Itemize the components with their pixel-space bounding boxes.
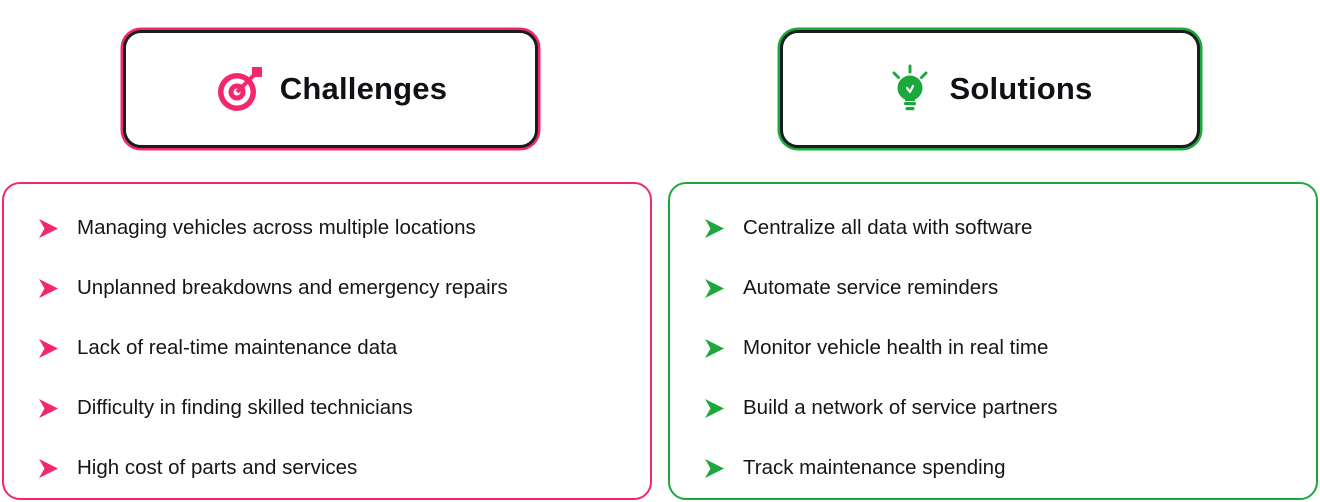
arrow-bullet-icon xyxy=(39,398,58,418)
challenge-item: Unplanned breakdowns and emergency repai… xyxy=(38,258,630,318)
lightbulb-icon xyxy=(892,64,928,111)
arrow-bullet-icon xyxy=(39,338,58,358)
challenge-item: Difficulty in finding skilled technician… xyxy=(38,378,630,438)
arrow-bullet-icon xyxy=(705,218,724,238)
solutions-header-card: Solutions xyxy=(780,30,1200,148)
challenge-item-label: Managing vehicles across multiple locati… xyxy=(77,216,476,239)
challenges-list-card: Managing vehicles across multiple locati… xyxy=(2,182,652,500)
solutions-list-card: Centralize all data with software Automa… xyxy=(668,182,1318,500)
arrow-bullet-icon xyxy=(705,278,724,298)
challenge-item-label: Difficulty in finding skilled technician… xyxy=(77,396,413,419)
arrow-bullet-icon xyxy=(39,218,58,238)
arrow-bullet-icon xyxy=(39,458,58,478)
solution-item-label: Track maintenance spending xyxy=(743,456,1006,479)
arrow-bullet-icon xyxy=(705,338,724,358)
solution-item-label: Centralize all data with software xyxy=(743,216,1033,239)
challenge-item-label: Unplanned breakdowns and emergency repai… xyxy=(77,276,508,299)
solution-item-label: Monitor vehicle health in real time xyxy=(743,336,1049,359)
solution-item: Build a network of service partners xyxy=(704,378,1296,438)
challenges-title: Challenges xyxy=(279,71,448,106)
arrow-bullet-icon xyxy=(705,398,724,418)
solution-item-label: Automate service reminders xyxy=(743,276,999,299)
solution-item: Centralize all data with software xyxy=(704,198,1296,258)
solution-item: Automate service reminders xyxy=(704,258,1296,318)
solution-item-label: Build a network of service partners xyxy=(743,396,1058,419)
challenge-item-label: High cost of parts and services xyxy=(77,456,358,479)
solution-item: Monitor vehicle health in real time xyxy=(704,318,1296,378)
target-icon xyxy=(217,67,262,111)
challenge-item: Managing vehicles across multiple locati… xyxy=(38,198,630,258)
solutions-title: Solutions xyxy=(949,71,1093,106)
arrow-bullet-icon xyxy=(705,458,724,478)
challenges-header-card: Challenges xyxy=(123,30,538,148)
challenge-item-label: Lack of real-time maintenance data xyxy=(77,336,398,359)
solution-item: Track maintenance spending xyxy=(704,438,1296,498)
challenge-item: High cost of parts and services xyxy=(38,438,630,498)
challenge-item: Lack of real-time maintenance data xyxy=(38,318,630,378)
arrow-bullet-icon xyxy=(39,278,58,298)
